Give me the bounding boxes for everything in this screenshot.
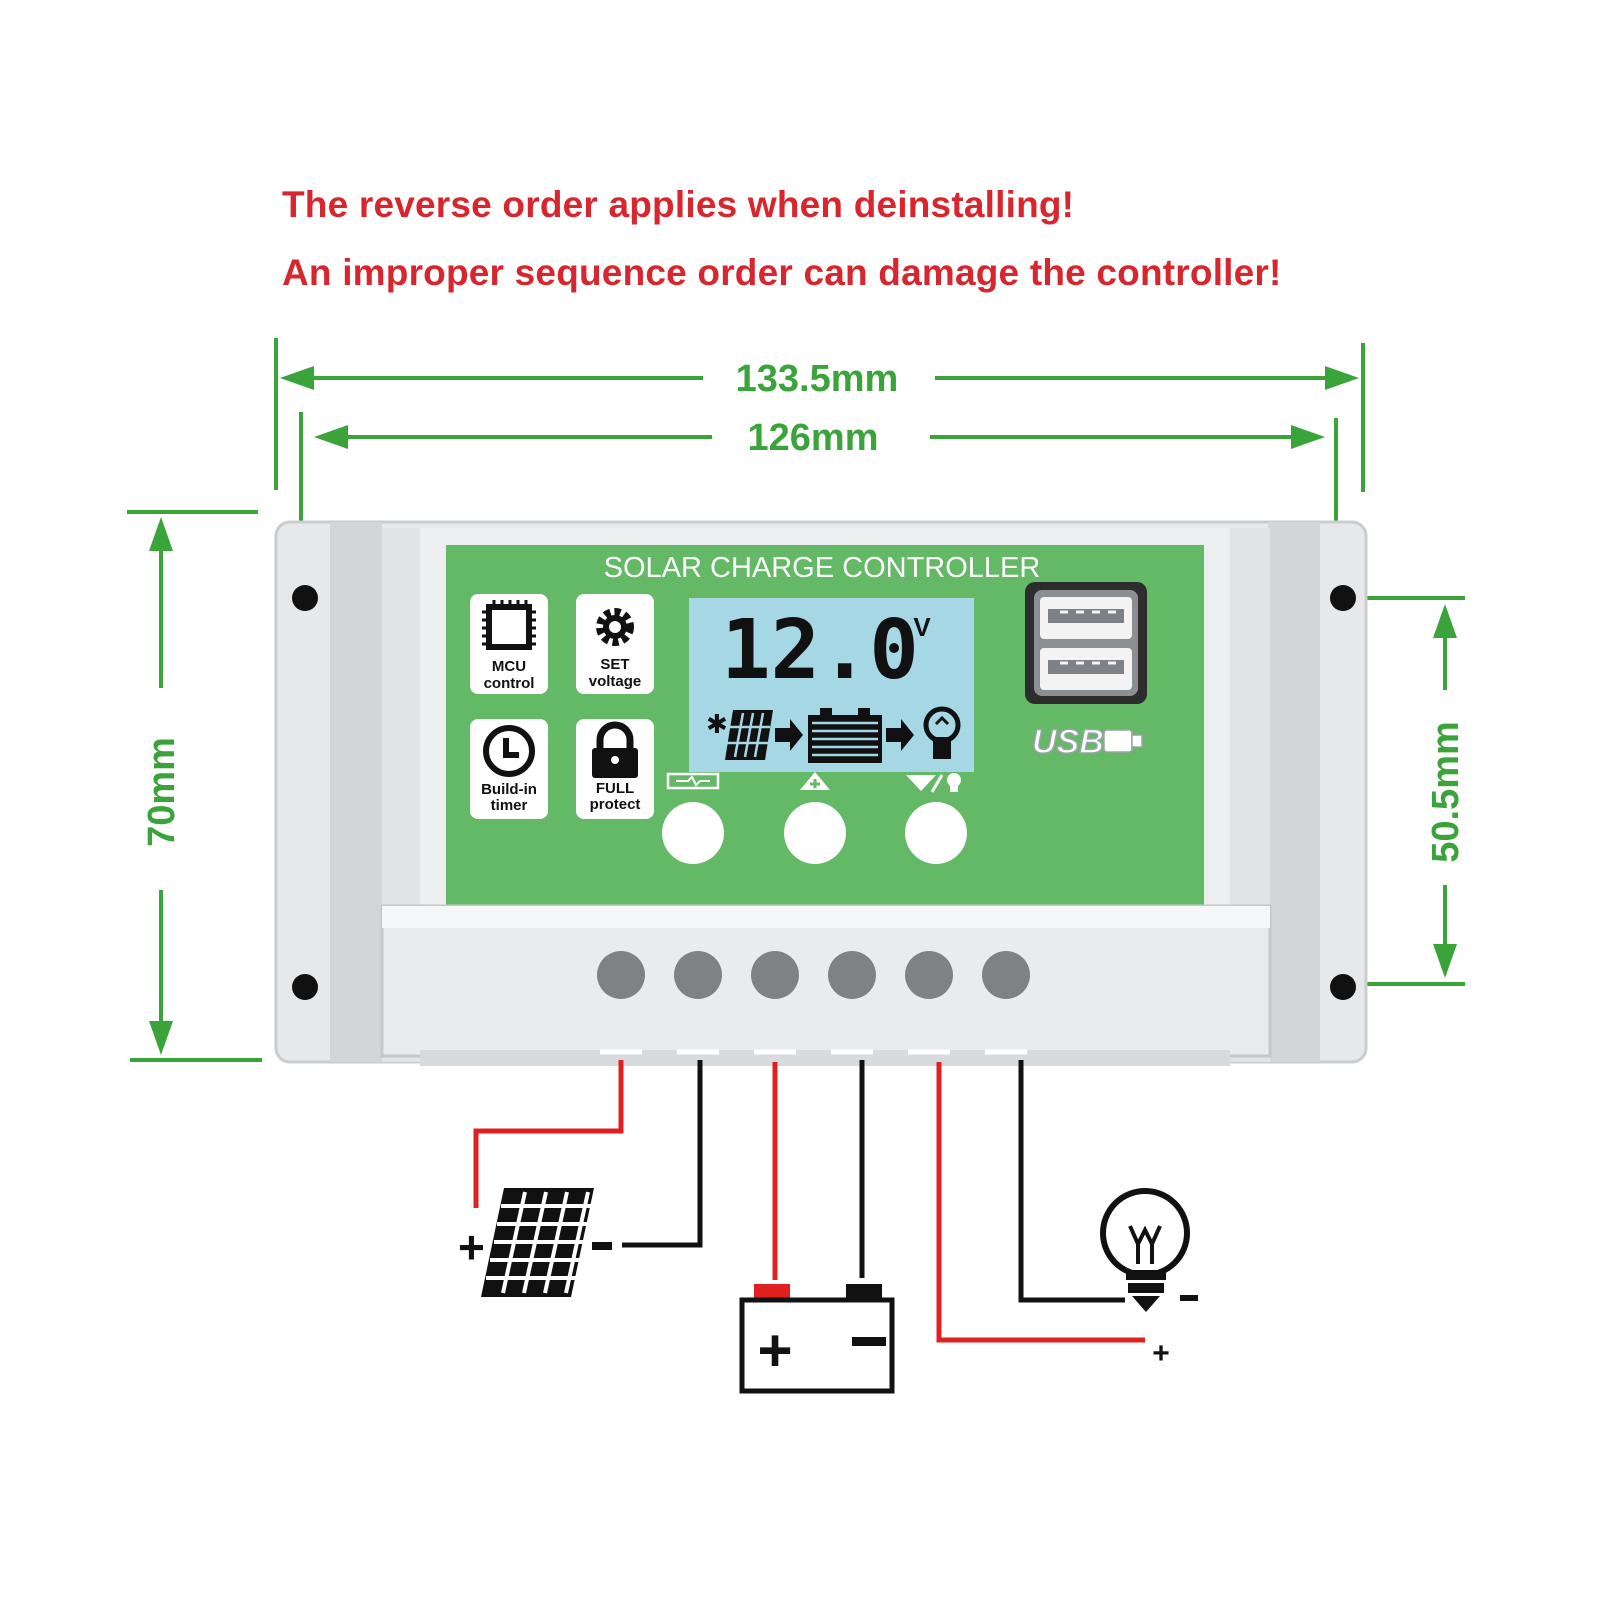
mounting-hole	[1330, 974, 1356, 1000]
svg-text:timer: timer	[491, 797, 528, 814]
load-minus-sign	[1180, 1295, 1198, 1301]
arrow-down-icon	[1433, 944, 1457, 978]
feature-badge-mcu: MCU control	[470, 594, 548, 694]
usb-ports[interactable]	[1025, 582, 1147, 704]
lcd-battery-icon	[808, 708, 882, 763]
dimension-outer-width: 133.5mm	[274, 338, 1365, 492]
arrow-left-icon	[280, 366, 314, 390]
terminal-row	[597, 951, 1030, 1055]
svg-text:Build-in: Build-in	[481, 781, 537, 798]
lcd-display: 12.0 V ✱	[689, 598, 974, 772]
svg-text:control: control	[484, 675, 535, 692]
usb-label: USB	[1032, 723, 1104, 761]
battery-plus-sign: +	[757, 1317, 792, 1384]
terminal-screw	[597, 951, 645, 999]
clock-icon	[483, 725, 535, 777]
up-button[interactable]	[784, 802, 846, 864]
voltage-unit: V	[913, 612, 931, 642]
mounting-hole	[1330, 585, 1356, 611]
svg-text:✱: ✱	[706, 710, 728, 740]
warning-line-2: An improper sequence order can damage th…	[282, 252, 1282, 293]
solar-minus-sign	[592, 1242, 612, 1250]
voltage-readout: 12.0	[721, 603, 918, 698]
chip-icon	[482, 600, 536, 650]
arrow-down-icon	[149, 1021, 173, 1055]
lcd-solar-icon: ✱	[706, 710, 773, 760]
feature-badge-protect: FULL protect	[576, 719, 654, 819]
svg-text:FULL: FULL	[596, 780, 634, 797]
solar-plus-sign: +	[458, 1221, 485, 1273]
arrow-up-icon	[1433, 604, 1457, 638]
arrow-right-icon	[1291, 425, 1325, 449]
outer-width-label: 133.5mm	[736, 358, 899, 400]
arrow-right-icon	[1325, 366, 1359, 390]
terminal-screw	[982, 951, 1030, 999]
lcd-arrow-icon	[886, 719, 914, 751]
arrow-up-icon	[149, 517, 173, 551]
arrow-left-icon	[314, 425, 348, 449]
menu-symbol-icon	[666, 772, 720, 790]
warning-line-1: The reverse order applies when deinstall…	[282, 184, 1075, 225]
lock-icon	[592, 721, 638, 778]
svg-text:voltage: voltage	[589, 673, 642, 690]
down-load-symbol-icon	[906, 773, 961, 793]
solar-panel-icon	[481, 1188, 594, 1297]
svg-text:protect: protect	[590, 796, 641, 813]
load-bulb-icon	[1100, 1188, 1190, 1312]
hole-spacing-label: 50.5mm	[1425, 721, 1467, 863]
gear-icon	[596, 608, 634, 646]
menu-button[interactable]	[662, 802, 724, 864]
lcd-bulb-icon	[923, 706, 961, 759]
mounting-hole	[292, 585, 318, 611]
svg-text:SET: SET	[600, 656, 629, 673]
wiring	[473, 1060, 1145, 1343]
dimension-inner-width: 126mm	[299, 412, 1338, 600]
dimension-height: 70mm	[127, 510, 262, 1062]
panel-title: SOLAR CHARGE CONTROLLER	[604, 552, 1041, 584]
battery-minus-sign	[852, 1337, 886, 1346]
terminal-screw	[828, 951, 876, 999]
feature-badge-set-voltage: SET voltage	[576, 594, 654, 694]
height-label: 70mm	[141, 737, 183, 847]
usb-plug-icon	[1103, 729, 1143, 753]
feature-badge-timer: Build-in timer	[470, 719, 548, 819]
load-plus-sign: +	[1152, 1337, 1170, 1370]
down-button[interactable]	[905, 802, 967, 864]
svg-text:MCU: MCU	[492, 658, 526, 675]
lcd-arrow-icon	[775, 719, 803, 751]
terminal-screw	[751, 951, 799, 999]
inner-width-label: 126mm	[748, 417, 879, 459]
up-symbol-icon	[800, 772, 830, 790]
mounting-hole	[292, 974, 318, 1000]
terminal-screw	[674, 951, 722, 999]
terminal-screw	[905, 951, 953, 999]
